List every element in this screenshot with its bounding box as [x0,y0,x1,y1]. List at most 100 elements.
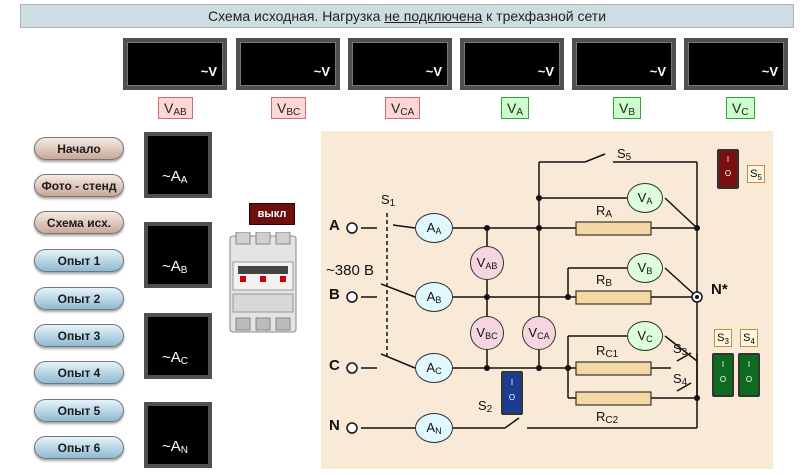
ammeter-ab-symbol: AB [415,282,453,312]
label-sub: A [605,209,613,220]
switch-badge-s3: S3 [714,329,732,347]
label-main: S [750,168,758,180]
voltmeter-label-b: VB [613,97,642,119]
rocker-switch-s2[interactable]: I O [501,371,523,415]
label-main: R [596,203,606,218]
voltmeter-label-ab: VAB [158,97,193,119]
nav-button-experiment-5[interactable]: Опыт 5 [34,399,124,422]
voltmeter-vb-symbol: VB [627,253,663,283]
voltmeter-vca-symbol: VCA [522,316,556,350]
label-main: R [596,409,606,424]
switch-s3-label: S3 [673,341,687,358]
nav-button-experiment-2[interactable]: Опыт 2 [34,287,124,310]
rocker-off-mark: O [719,375,727,384]
rocker-off-mark: O [745,375,753,384]
switch-badge-s5: S5 [747,165,765,183]
label-sub: CA [400,107,415,118]
label-main: V [507,100,517,116]
label-main: A [426,220,436,235]
voltmeter-display-a: ~V [460,38,564,90]
label-main: V [637,260,647,275]
voltmeter-label-ca: VCA [385,97,421,119]
node-a-label: A [329,217,340,234]
circuit-panel: A B C N ~380 B N* S1 S2 S3 S4 S5 RA RB R… [321,131,773,469]
label-sub: B [435,295,442,305]
voltmeter-display-b: ~V [572,38,676,90]
unit-label: ~AC [162,349,188,367]
resistor-ra-label: RA [596,203,612,220]
voltmeter-label-a: VA [501,97,530,119]
label-sub: 1 [389,198,396,209]
label-main: S [717,332,725,344]
voltmeter-vab-symbol: VAB [470,246,504,280]
label-main: V [619,100,629,116]
label-main: V [277,100,287,116]
voltmeter-display-c: ~V [684,38,788,90]
label-main: V [476,325,486,340]
voltmeter-label-bc: VBC [271,97,307,119]
supply-voltage-label: ~380 B [326,262,374,279]
unit-label: ~V [761,64,778,79]
unit-sub: A [180,175,188,186]
voltmeter-vbc-symbol: VBC [470,316,504,350]
label-sub: BC [286,107,301,118]
nav-button-experiment-4[interactable]: Опыт 4 [34,361,124,384]
unit-label: ~AN [162,438,188,456]
rocker-on-mark: I [510,378,514,387]
label-sub: A [516,107,524,118]
unit-label: ~V [313,64,330,79]
rocker-on-mark: I [747,360,751,369]
label-sub: B [646,266,653,276]
resistor-rc1-label: RC1 [596,343,618,360]
label-main: V [732,100,742,116]
rocker-off-mark: O [508,393,516,402]
node-b-label: B [329,286,340,303]
ammeter-display-a: ~AA [144,132,212,198]
label-main: S [673,341,682,356]
power-off-button[interactable]: выкл [249,203,295,225]
label-sub: C [435,366,442,376]
neutral-point-label: N* [711,281,728,298]
label-sub: AB [485,261,498,271]
circuit-breaker-icon[interactable] [228,232,298,336]
ammeter-display-b: ~AB [144,222,212,288]
voltmeter-va-symbol: VA [627,183,663,213]
unit-main: ~A [162,349,181,366]
rocker-switch-s3[interactable]: I O [712,353,734,397]
rocker-on-mark: I [721,360,725,369]
title-bar: Схема исходная. Нагрузка не подключена к… [20,4,794,28]
label-sub: 3 [724,337,729,347]
label-sub: C [741,107,749,118]
nav-button-photo-stand[interactable]: Фото - стенд [34,174,124,197]
rocker-switch-s4[interactable]: I O [738,353,760,397]
rocker-off-mark: O [724,169,732,178]
label-sub: 4 [750,337,755,347]
label-main: A [426,289,436,304]
rocker-switch-s5[interactable]: I O [717,149,739,189]
nav-button-experiment-1[interactable]: Опыт 1 [34,249,124,272]
voltmeter-vc-symbol: VC [627,321,663,351]
label-main: V [164,100,174,116]
switch-s5-label: S5 [617,146,631,163]
unit-main: ~A [162,258,181,275]
label-sub: A [435,226,442,236]
unit-sub: C [180,356,188,367]
nav-button-experiment-6[interactable]: Опыт 6 [34,436,124,459]
unit-label: ~AB [162,258,187,276]
unit-label: ~V [649,64,666,79]
label-sub: B [628,107,636,118]
label-sub: N [435,426,442,436]
node-n-label: N [329,417,340,434]
label-main: A [426,360,436,375]
label-main: V [528,325,538,340]
title-prefix: Схема исходная. Нагрузка [207,8,385,24]
switch-s1-label: S1 [381,192,395,209]
label-main: S [381,192,390,207]
ammeter-display-n: ~AN [144,402,212,468]
nav-button-base-scheme[interactable]: Схема исх. [34,211,124,234]
switch-s4-label: S4 [673,371,687,388]
nav-button-start[interactable]: Начало [34,137,124,160]
nav-button-experiment-3[interactable]: Опыт 3 [34,324,124,347]
resistor-rc2-label: RC2 [596,409,618,426]
voltmeter-display-ca: ~V [348,38,452,90]
